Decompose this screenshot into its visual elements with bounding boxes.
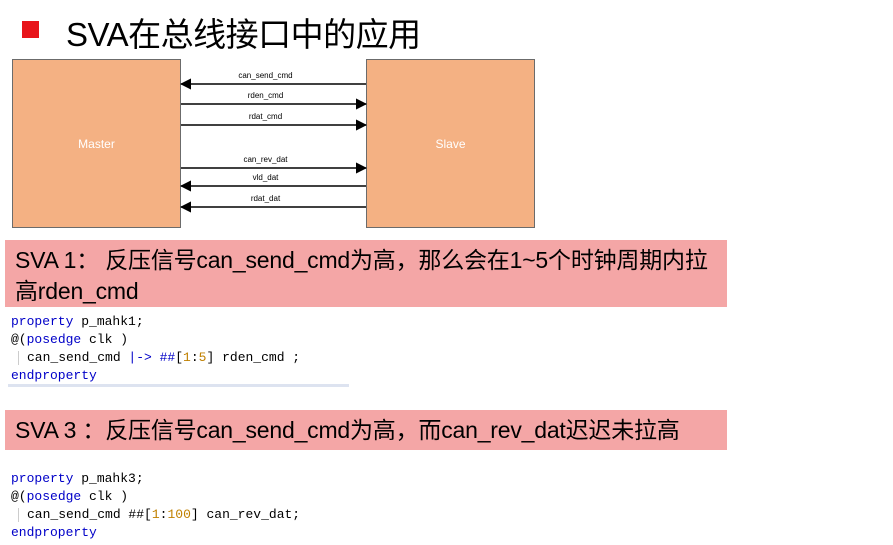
code-operator: |-> ##: [128, 350, 176, 365]
code-text: can_send_cmd: [27, 507, 129, 522]
code-operator: ##: [128, 507, 145, 522]
code-text: clk ): [81, 332, 129, 347]
code-number: 1: [151, 507, 160, 522]
code-text: clk ): [81, 489, 129, 504]
code-number: 100: [167, 507, 191, 522]
title-bullet-icon: [22, 21, 39, 38]
code-keyword: posedge: [26, 332, 82, 347]
code-keyword: property: [11, 314, 74, 329]
signal-label-rden-cmd: rden_cmd: [248, 91, 284, 100]
signal-label-vld-dat: vld_dat: [253, 173, 280, 182]
signal-label-can-rev-dat: can_rev_dat: [243, 155, 288, 164]
code-keyword: endproperty: [11, 368, 97, 383]
slave-label: Slave: [435, 136, 466, 151]
code-keyword: posedge: [26, 489, 82, 504]
code-text: [: [144, 507, 152, 522]
signal-label-rdat-cmd: rdat_cmd: [249, 112, 282, 121]
slave-block: Slave: [366, 59, 535, 228]
code-text: ] can_rev_dat;: [190, 507, 301, 522]
sva3-code-block: property p_mahk3; @(posedge clk ) can_se…: [11, 470, 300, 542]
code-keyword: property: [11, 471, 74, 486]
code-text: p_mahk1;: [73, 314, 144, 329]
code-divider: [8, 384, 349, 387]
master-label: Master: [78, 136, 115, 151]
code-keyword: endproperty: [11, 525, 97, 540]
code-text: :: [190, 350, 199, 365]
code-text: ] rden_cmd ;: [206, 350, 301, 365]
master-block: Master: [12, 59, 181, 228]
code-text: can_send_cmd: [27, 350, 129, 365]
signal-label-can-send-cmd: can_send_cmd: [238, 71, 292, 80]
page-title: SVA在总线接口中的应用: [66, 16, 421, 53]
code-number: 1: [183, 350, 191, 365]
signal-label-rdat-dat: rdat_dat: [251, 194, 281, 203]
indent-guide: [18, 350, 19, 365]
sva1-code-block: property p_mahk1; @(posedge clk ) can_se…: [11, 313, 300, 385]
code-text: @(: [11, 489, 27, 504]
code-number: 5: [198, 350, 207, 365]
indent-guide: [18, 507, 19, 522]
sva3-description: SVA 3 ：反压信号can_send_cmd为高，而can_rev_dat迟迟…: [5, 410, 727, 450]
code-text: p_mahk3;: [73, 471, 144, 486]
code-text: @(: [11, 332, 27, 347]
code-text: :: [159, 507, 168, 522]
code-text: [: [175, 350, 184, 365]
sva1-description: SVA 1： 反压信号can_send_cmd为高，那么会在1~5个时钟周期内拉…: [5, 240, 727, 307]
